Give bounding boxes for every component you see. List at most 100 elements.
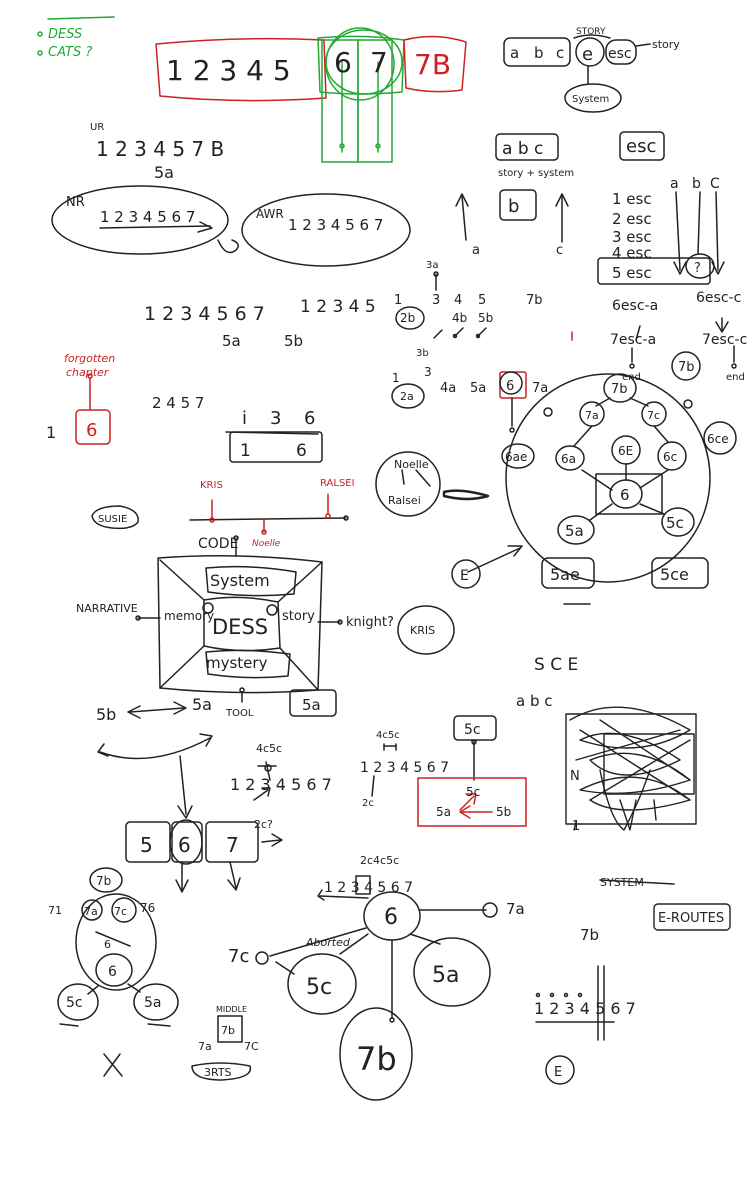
dess-label: DESS [212, 615, 268, 639]
character-line [91, 451, 490, 535]
numbers-mid [391, 271, 573, 433]
five-a-label: 5a [154, 163, 174, 182]
node-6a: 6a [561, 452, 576, 466]
row-b-3: 3 [424, 365, 432, 379]
rts-label: 3RTS [204, 1066, 232, 1079]
story-label: story [282, 609, 315, 624]
box-5a-label: 5a [302, 696, 321, 714]
box-one-six [225, 431, 323, 463]
bl-5c: 5c [66, 995, 83, 1011]
node-5a: 5a [565, 522, 584, 540]
bm-2c4c5c: 2c4c5c [360, 854, 399, 867]
bl-71: 71 [48, 904, 62, 917]
node-7b: 7b [611, 382, 628, 397]
code-label: CODE [198, 536, 238, 552]
graph-bottom-left [57, 867, 252, 1081]
chapter-label: chapter [66, 366, 110, 379]
bm-6: 6 [384, 905, 398, 930]
row-b-6: 6 [506, 379, 514, 394]
box-6: 6 [178, 833, 191, 857]
node-5c: 5c [666, 514, 684, 532]
story-c: c [556, 44, 564, 62]
top-green-7: 7 [370, 46, 388, 79]
red-box-5b: 5b [496, 805, 511, 819]
a-arrow-label: a [472, 243, 480, 258]
lower-5a: 5a [192, 695, 212, 714]
bm-5c: 5c [306, 975, 332, 1000]
e-circle-label: E [554, 1065, 562, 1080]
system-struck: SYSTEM [600, 876, 644, 889]
node-e: E [460, 568, 469, 584]
forgotten-six: 6 [86, 420, 97, 441]
awr-label: AWR [256, 207, 284, 221]
story-e: e [582, 44, 593, 65]
tool-label: TOOL [225, 708, 254, 719]
red-box-5c: 5c [466, 785, 480, 799]
esc-6a: 6esc-a [612, 298, 658, 314]
lower-seq: 1 2 3 4 5 6 7 [230, 775, 332, 794]
note-dess: DESS [48, 27, 82, 42]
node-6: 6 [620, 486, 630, 504]
awr-sequence: 1 2 3 4 5 6 7 [288, 216, 383, 234]
five-b-label: 5b [478, 311, 493, 325]
c-arrow-label: c [556, 243, 563, 258]
seq-12345: 1 2 3 4 5 [300, 297, 376, 317]
esc-6c: 6esc-c [696, 290, 741, 306]
top-green-6: 6 [334, 46, 352, 79]
middle-7a: 7a [198, 1040, 212, 1053]
sce-label: S C E [534, 655, 578, 675]
bm-seq: 1 2 3 4 5 6 7 [324, 880, 413, 896]
top-row [155, 27, 467, 163]
story-diagram [503, 34, 651, 113]
memory-label: memory [164, 609, 214, 623]
lower-q2c: 2c? [254, 818, 273, 831]
esc-7a: 7esc-a [610, 332, 656, 348]
note-cats: CATS ? [48, 45, 92, 60]
esc-3: 3 esc [612, 228, 652, 246]
box-1-label: 1 [240, 441, 251, 461]
bl-5a: 5a [144, 995, 162, 1011]
bl-7c: 7c [114, 905, 127, 918]
ur-sequence: 1 2 3 4 5 7 B [96, 137, 224, 161]
node-6e: 6E [618, 444, 633, 458]
esc-question: ? [694, 261, 701, 276]
bm-aborted: Aborted [305, 936, 351, 949]
esc-list [597, 191, 737, 381]
system-inner: System [210, 571, 270, 590]
esc-7c: 7esc-c [702, 332, 747, 348]
esc-abc-b: b [692, 176, 701, 192]
row-b-4a: 4a [440, 381, 456, 396]
esc-2: 2 esc [612, 210, 652, 228]
row-a-3: 3 [432, 293, 440, 308]
bm-7a: 7a [506, 900, 525, 918]
three-label: 3 [270, 408, 281, 429]
top-red-7b: 7B [414, 48, 451, 81]
narrative-label: NARRATIVE [76, 602, 138, 615]
dess-diagram [135, 535, 455, 717]
node-6ce: 6ce [707, 432, 729, 446]
seq-mid [371, 715, 527, 827]
node-5ce: 5ce [660, 565, 689, 584]
two-a-label: 2a [400, 390, 414, 403]
story-right-label: story [652, 38, 680, 51]
node-6ae: 6ae [505, 450, 527, 464]
lower-7b: 7b [580, 926, 599, 944]
end-2: end [726, 372, 745, 383]
i-label: i [242, 408, 247, 429]
story-system-label: story + system [498, 168, 574, 179]
middle-7b: 7b [221, 1024, 235, 1037]
story-b: b [534, 44, 544, 62]
green-notes [37, 16, 115, 56]
row-a-1: 1 [394, 293, 402, 308]
box-7: 7 [226, 833, 239, 857]
e-routes-label: E-ROUTES [658, 911, 724, 926]
mid-seq: 1 2 3 4 5 6 7 [360, 760, 449, 776]
node-7c: 7c [647, 409, 660, 422]
digits-2457: 2 4 5 7 [152, 394, 204, 412]
lower-one: 1 [572, 819, 580, 834]
esc-5: 5 esc [612, 264, 652, 282]
story-top-label: STORY [576, 27, 606, 37]
susie-label: SUSIE [98, 514, 127, 525]
n-letter: N [570, 769, 580, 784]
ur-label: UR [90, 122, 104, 133]
